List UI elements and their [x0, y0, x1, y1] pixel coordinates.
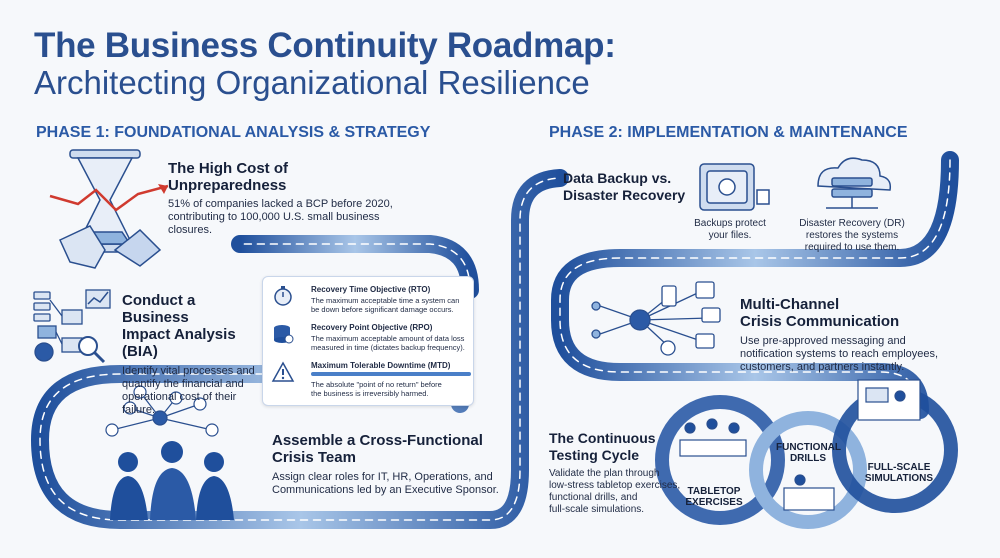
mtd-bar: [311, 372, 471, 376]
phase2-title: PHASE 2: IMPLEMENTATION & MAINTENANCE: [549, 124, 908, 141]
testing-section: The Continuous Testing Cycle Validate th…: [549, 430, 689, 516]
cost-heading-line2: Unpreparedness: [168, 177, 287, 194]
backup-caption: Backups protect your files.: [690, 218, 770, 242]
testing-heading-line2: Testing Cycle: [549, 447, 639, 463]
page-title: The Business Continuity Roadmap:: [34, 26, 616, 65]
team-heading-line2: Crisis Team: [272, 449, 356, 466]
backup-heading-line1: Data Backup vs.: [563, 170, 672, 186]
team-heading-line1: Assemble a Cross-Functional: [272, 432, 483, 449]
dr-caption-line2: restores the systems: [805, 230, 899, 241]
warning-icon: [271, 361, 295, 382]
tabletop-line2: EXERCISES: [685, 497, 743, 508]
team-section: Assemble a Cross-Functional Crisis Team …: [272, 432, 502, 497]
metrics-card: Recovery Time Objective (RTO) The maximu…: [262, 276, 474, 406]
decline-arrow: [49, 184, 169, 212]
backup-section: Data Backup vs. Disaster Recovery: [563, 170, 693, 204]
bia-section: Conduct a Business Impact Analysis (BIA)…: [122, 292, 262, 417]
cost-section: The High Cost of Unpreparedness 51% of c…: [168, 160, 408, 237]
cost-body-line2: contributing to 100,000 U.S. small busin…: [168, 211, 380, 236]
dr-caption-line3: required to use them.: [804, 242, 900, 253]
backup-caption-line2: your files.: [708, 230, 752, 241]
comms-section: Multi-Channel Crisis Communication Use p…: [740, 296, 960, 374]
communication-hub-illustration: [591, 281, 721, 356]
comms-body-line2: notification systems to reach employees,: [740, 348, 939, 360]
database-icon: [274, 325, 294, 344]
team-body-line2: Communications led by an Executive Spons…: [272, 484, 499, 496]
cost-body-line1: 51% of companies lacked a BCP before 202…: [168, 198, 393, 210]
comms-heading-line2: Crisis Communication: [740, 313, 900, 330]
mtd-desc-line2: the business is irreversibly harmed.: [311, 389, 429, 398]
cost-heading-line1: The High Cost of: [168, 160, 288, 177]
backup-caption-line1: Backups protect: [694, 218, 766, 229]
crisis-team-illustration: [105, 385, 234, 520]
comms-body-line3: customers, and partners instantly.: [740, 361, 905, 373]
comms-body-line1: Use pre-approved messaging and: [740, 335, 906, 347]
testing-cycle-loops: [655, 387, 958, 529]
testing-heading-line1: The Continuous: [549, 430, 656, 446]
drills-line1: FUNCTIONAL: [776, 442, 841, 453]
rto-desc-line2: be down before significant damage occurs…: [311, 305, 454, 314]
tabletop-line1: TABLETOP: [687, 486, 741, 497]
testing-scenes-illustration: [679, 379, 921, 511]
team-body-line1: Assign clear roles for IT, HR, Operation…: [272, 471, 493, 483]
tabletop-label: TABLETOP EXERCISES: [684, 486, 744, 508]
backup-heading-line2: Disaster Recovery: [563, 187, 686, 203]
drills-line2: DRILLS: [789, 453, 827, 464]
backup-safe-illustration: [699, 163, 770, 211]
phase1-title: PHASE 1: FOUNDATIONAL ANALYSIS & STRATEG…: [36, 124, 431, 141]
page-subtitle: Architecting Organizational Resilience: [34, 64, 590, 101]
testing-body-line3: functional drills, and: [549, 492, 638, 503]
comms-heading-line1: Multi-Channel: [740, 296, 840, 313]
drills-label: FUNCTIONAL DRILLS: [776, 442, 841, 464]
stopwatch-icon: [274, 286, 292, 306]
dr-caption: Disaster Recovery (DR) restores the syst…: [790, 218, 914, 254]
rpo-desc-line1: The maximum acceptable amount of data lo…: [311, 334, 465, 343]
dr-caption-line1: Disaster Recovery (DR): [799, 218, 905, 229]
bia-body-line3: operational cost of their failure.: [122, 391, 237, 416]
testing-body-line1: Validate the plan through: [549, 468, 660, 479]
cloud-dr-illustration: [817, 157, 892, 209]
full-line2: SIMULATIONS: [864, 473, 934, 484]
rto-title: Recovery Time Objective (RTO): [311, 285, 431, 294]
testing-body-line2: low-stress tabletop exercises,: [549, 480, 681, 491]
full-scale-label: FULL-SCALE SIMULATIONS: [864, 462, 934, 484]
rpo-desc-line2: measured in time (dictates backup freque…: [311, 343, 465, 352]
bia-heading-line1: Conduct a Business: [122, 292, 196, 326]
phase2-road: [551, 151, 959, 419]
bia-heading-line2: Impact Analysis (BIA): [122, 326, 236, 360]
mtd-title: Maximum Tolerable Downtime (MTD): [311, 361, 451, 370]
bia-illustration: [33, 289, 111, 364]
full-line1: FULL-SCALE: [867, 462, 931, 473]
rpo-title: Recovery Point Objective (RPO): [311, 323, 433, 332]
hourglass-illustration: [59, 149, 162, 269]
mtd-desc-line1: The absolute "point of no return" before: [311, 380, 442, 389]
testing-body-line4: full-scale simulations.: [549, 504, 645, 515]
bia-body-line1: Identify vital processes and: [122, 365, 255, 377]
rto-desc-line1: The maximum acceptable time a system can: [311, 296, 460, 305]
bia-body-line2: quantify the financial and: [122, 378, 244, 390]
